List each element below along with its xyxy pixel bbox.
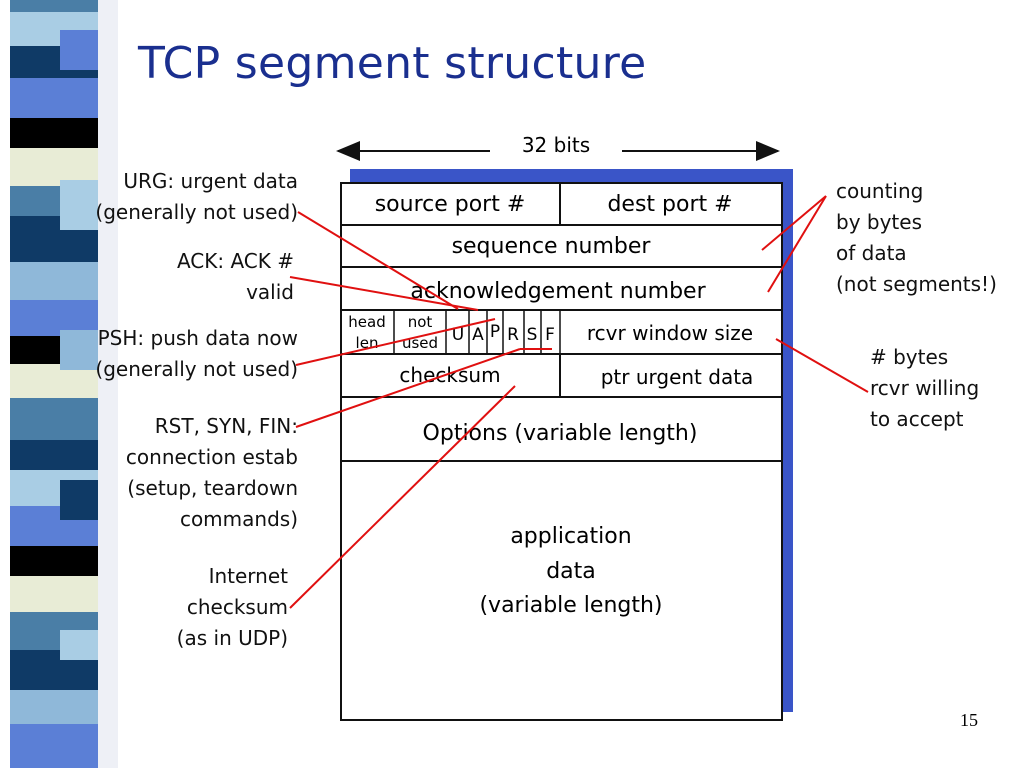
leader-urg	[297, 211, 459, 310]
checksum-field: checksum	[399, 363, 500, 387]
app-data-line2: data	[546, 559, 596, 584]
dest-port-field: dest port #	[607, 192, 732, 217]
leader-counting-seq	[761, 195, 827, 251]
flag-urg: U	[452, 325, 464, 345]
stripe-accent	[60, 180, 98, 230]
stripe-band	[10, 546, 98, 576]
options-field: Options (variable length)	[423, 421, 698, 446]
flag-psh: P	[490, 322, 500, 342]
leader-ack	[289, 276, 479, 311]
stripe-band	[10, 690, 98, 724]
stripe-band	[10, 148, 98, 186]
stripe-band	[10, 440, 98, 470]
decorative-stripe	[10, 0, 118, 768]
segment-frame	[340, 182, 783, 721]
stripe-band	[10, 398, 98, 440]
leader-rst	[295, 348, 521, 428]
annotation-checksum: Internet checksum (as in UDP)	[176, 564, 288, 650]
app-data-line3: (variable length)	[479, 593, 662, 618]
flag-syn: S	[527, 325, 538, 345]
stripe-band	[10, 724, 98, 768]
urgent-pointer-field: ptr urgent data	[601, 365, 754, 389]
window-size-field: rcvr window size	[587, 321, 753, 345]
stripe-edge	[98, 0, 118, 768]
annotation-urg: URG: urgent data (generally not used)	[95, 169, 298, 224]
annotation-ack: ACK: ACK # valid	[176, 249, 294, 304]
head-len-field: head	[348, 313, 385, 331]
stripe-band	[10, 118, 98, 148]
ack-number-field: acknowledgement number	[410, 279, 706, 304]
sequence-number-field: sequence number	[452, 234, 652, 259]
not-used-field: not	[408, 313, 433, 331]
annotation-psh: PSH: push data now (generally not used)	[95, 326, 298, 381]
stripe-accent	[60, 630, 98, 660]
bits-label: 32 bits	[522, 133, 590, 157]
stripe-accent	[60, 30, 98, 70]
stripe-accent	[60, 330, 98, 370]
annotation-counting: counting by bytes of data (not segments!…	[836, 179, 997, 296]
flag-ack: A	[472, 325, 484, 345]
leader-psh	[295, 318, 496, 366]
stripe-band	[10, 262, 98, 300]
stripe-accent	[60, 480, 98, 520]
stripe-band	[10, 78, 98, 118]
app-data-line1: application	[510, 524, 631, 549]
leader-window	[775, 338, 869, 393]
flag-fin: F	[545, 325, 555, 345]
leader-checksum	[289, 385, 516, 609]
flag-rst: R	[507, 325, 519, 345]
leader-counting-ack	[767, 195, 827, 293]
page-number: 15	[960, 710, 978, 730]
source-port-field: source port #	[375, 192, 526, 217]
annotation-window: # bytes rcvr willing to accept	[870, 345, 980, 431]
stripe-band	[10, 0, 98, 12]
stripe-band	[10, 576, 98, 612]
annotation-rst-syn-fin: RST, SYN, FIN: connection estab (setup, …	[125, 414, 298, 531]
slide-title: TCP segment structure	[138, 38, 647, 89]
